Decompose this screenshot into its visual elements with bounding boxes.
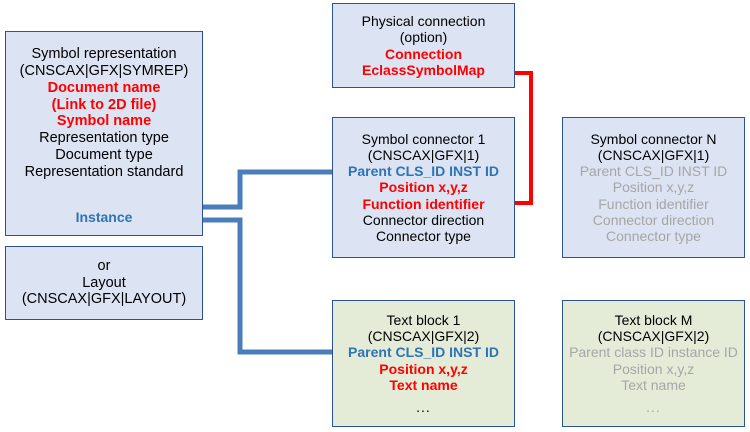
connn-line-title: Symbol connector N	[590, 130, 717, 147]
box-text-block-1[interactable]: Text block 1 (CNSCAX|GFX|2) Parent CLS_I…	[332, 300, 515, 427]
phys-line-option: (option)	[399, 29, 448, 46]
connn-line-connector-direction: Connector direction	[592, 211, 715, 228]
connn-line-connector-type: Connector type	[606, 228, 701, 245]
connn-line-class: (CNSCAX|GFX|1)	[597, 146, 710, 163]
conn1-line-class: (CNSCAX|GFX|1)	[367, 146, 480, 163]
textm-line-parent-id: Parent class ID instance ID	[569, 344, 738, 361]
text1-line-parent-id: Parent CLS_ID INST ID	[348, 344, 499, 361]
text1-line-title: Text block 1	[386, 311, 461, 328]
text1-line-class: (CNSCAX|GFX|2)	[367, 328, 480, 345]
symrep-line-link-to-2d-file: (Link to 2D file)	[51, 96, 157, 113]
layout-line-or: or	[97, 257, 111, 274]
conn1-line-parent-id: Parent CLS_ID INST ID	[348, 163, 499, 180]
box-symbol-connector-1[interactable]: Symbol connector 1 (CNSCAX|GFX|1) Parent…	[332, 117, 515, 258]
conn1-line-connector-direction: Connector direction	[362, 211, 485, 228]
text1-line-position: Position x,y,z	[379, 360, 468, 377]
layout-line-class: (CNSCAX|GFX|LAYOUT)	[21, 291, 187, 308]
textm-line-ellipsis: ...	[646, 398, 661, 415]
symrep-line-title: Symbol representation	[31, 46, 177, 63]
text1-line-ellipsis: ...	[416, 398, 431, 415]
conn1-line-title: Symbol connector 1	[361, 130, 486, 147]
box-text-block-m[interactable]: Text block M (CNSCAX|GFX|2) Parent class…	[562, 300, 745, 427]
symrep-line-class: (CNSCAX|GFX|SYMREP)	[19, 62, 189, 79]
textm-line-class: (CNSCAX|GFX|2)	[597, 328, 710, 345]
layout-line-layout: Layout	[82, 274, 126, 291]
connn-line-function-identifier: Function identifier	[598, 195, 709, 212]
textm-line-text-name: Text name	[621, 376, 686, 393]
symrep-line-representation-type: Representation type	[39, 130, 169, 147]
textm-line-position: Position x,y,z	[612, 360, 695, 377]
conn1-line-connector-type: Connector type	[376, 228, 471, 245]
text1-line-text-name: Text name	[389, 376, 458, 393]
symrep-line-document-name: Document name	[47, 79, 161, 96]
box-layout[interactable]: or Layout (CNSCAX|GFX|LAYOUT)	[5, 246, 203, 320]
conn1-line-position: Position x,y,z	[379, 179, 468, 196]
symrep-line-document-type: Document type	[55, 147, 153, 163]
symrep-line-representation-standard: Representation standard	[24, 163, 184, 180]
connn-line-parent-id: Parent CLS_ID INST ID	[579, 163, 728, 180]
box-symbol-representation[interactable]: Symbol representation (CNSCAX|GFX|SYMREP…	[5, 31, 203, 236]
conn1-line-function-identifier: Function identifier	[362, 195, 485, 212]
phys-line-eclasssymbolmap: EclassSymbolMap	[362, 61, 485, 78]
symrep-line-instance: Instance	[75, 208, 133, 225]
textm-line-title: Text block M	[614, 311, 693, 328]
connn-line-position: Position x,y,z	[612, 179, 695, 196]
phys-line-connection: Connection	[385, 45, 462, 62]
symrep-line-symbol-name: Symbol name	[56, 113, 152, 130]
box-symbol-connector-n[interactable]: Symbol connector N (CNSCAX|GFX|1) Parent…	[562, 117, 745, 258]
box-physical-connection[interactable]: Physical connection (option) Connection …	[332, 3, 515, 88]
phys-line-title: Physical connection	[361, 13, 486, 30]
